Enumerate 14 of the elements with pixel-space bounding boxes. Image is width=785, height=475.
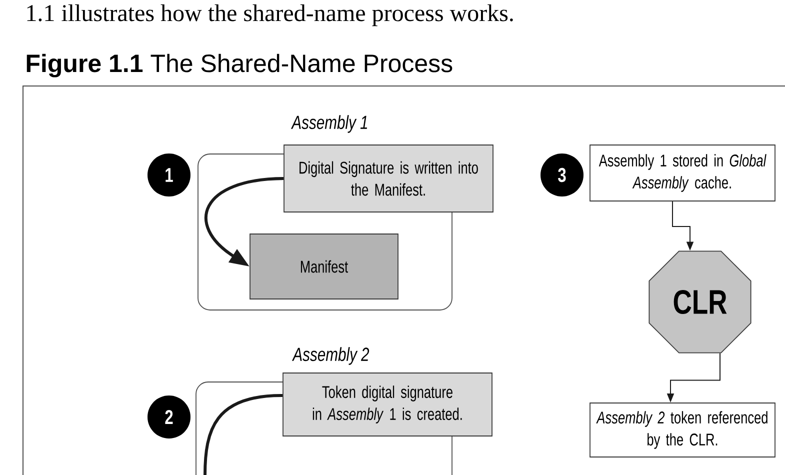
group-heading: Assembly 2	[292, 347, 370, 365]
step-number: 2	[148, 396, 190, 438]
step-number: 1	[148, 154, 190, 196]
curved-line	[204, 394, 283, 475]
process-box: Assembly 2 token referenced by the CLR.	[590, 402, 776, 458]
octagon: CLR	[648, 250, 752, 354]
body-text: 1.1 illustrates how the shared-name process works.	[27, 4, 513, 26]
figure-title: Figure 1.1 The Shared-Name Process	[26, 54, 452, 78]
group-heading: Assembly 1	[290, 115, 368, 133]
process-box: Assembly 1 stored in Global Assembly cache.	[590, 144, 776, 202]
process-box: Token digital signature in Assembly 1 is created.	[282, 372, 492, 436]
process-box: Digital Signature is written into the Manifest.	[284, 144, 494, 212]
process-box: Manifest	[250, 234, 398, 300]
step-number: 3	[540, 154, 584, 196]
